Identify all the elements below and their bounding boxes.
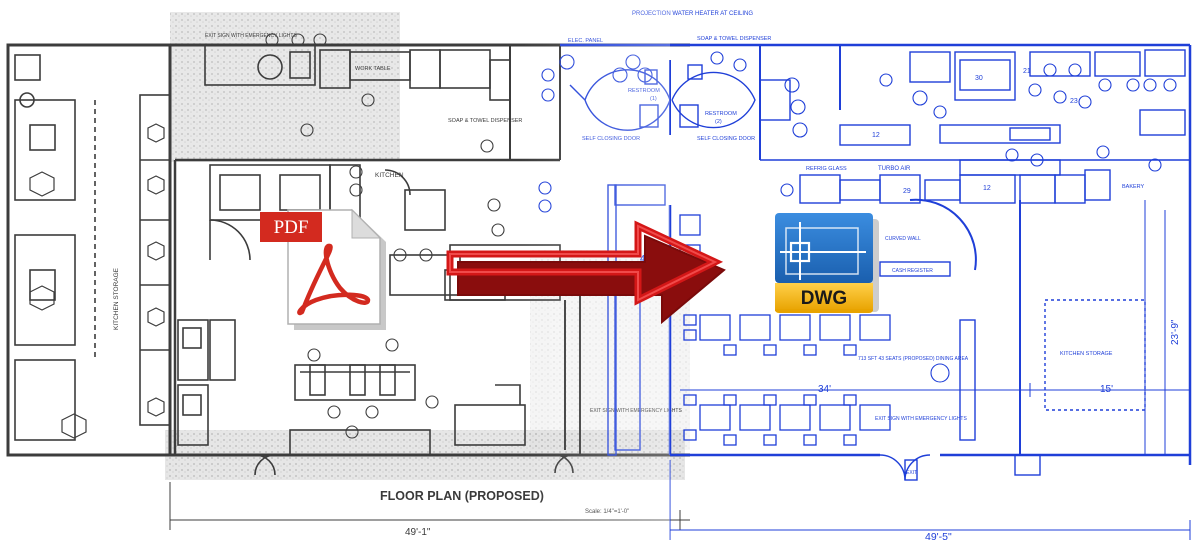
dim-height-label: 23'-9" — [1170, 319, 1181, 345]
left-plan-width-dim: 49'-1" — [405, 527, 431, 538]
tag-12: 12 — [983, 185, 991, 192]
left-kitchen-label: KITCHEN — [375, 172, 404, 179]
turbo-air-label: TURBO AIR — [878, 166, 911, 172]
tag-12b: 12 — [872, 132, 880, 139]
tag-30: 30 — [975, 75, 983, 82]
bakery-label: BAKERY — [1122, 184, 1145, 190]
soap-towel-label: SOAP & TOWEL DISPENSER — [697, 36, 771, 42]
right-plan-width-dim: 49'-5" — [925, 531, 952, 543]
curved-wall-label: CURVED WALL — [885, 236, 921, 242]
pdf-file-icon: PDF — [260, 208, 386, 330]
self-closing-door-2-label: SELF CLOSING DOOR — [697, 136, 755, 142]
dwg-badge-label: DWG — [801, 288, 847, 309]
left-soap-label: SOAP & TOWEL DISPENSER — [448, 118, 522, 124]
conversion-arrow — [446, 220, 726, 325]
left-exit-sign-top-label: EXIT SIGN WITH EMERGENCY LIGHTS — [205, 33, 297, 39]
tag-29: 29 — [903, 188, 911, 195]
tag-21: 21 — [1023, 68, 1031, 75]
pdf-badge-label: PDF — [274, 217, 309, 238]
cad-crosshair-icon — [780, 222, 866, 280]
left-kitchen-storage-label: KITCHEN STORAGE — [113, 267, 120, 330]
right-kitchen-storage-label: KITCHEN STORAGE — [1060, 351, 1113, 357]
right-exit-sign-label: EXIT SIGN WITH EMERGENCY LIGHTS — [875, 416, 967, 422]
projection-label: PROJECTION WATER HEATER AT CEILING — [632, 11, 753, 17]
restroom-2-tag: (2) — [715, 119, 722, 125]
dim-34-label: 34' — [818, 384, 831, 395]
left-plan-title: FLOOR PLAN (PROPOSED) — [380, 489, 544, 503]
dim-15-label: 15' — [1100, 384, 1113, 395]
dining-seats-label: 713 SFT 43 SEATS (PROPOSED) DINING AREA — [858, 356, 969, 362]
dwg-file-icon: DWG — [775, 213, 879, 313]
refrig-glass-label: REFRIG GLASS — [806, 166, 847, 172]
cash-register-label: CASH REGISTER — [892, 268, 933, 274]
restroom-2-label: RESTROOM — [705, 111, 737, 117]
exit-label: EXIT — [906, 470, 917, 476]
tag-23: 23 — [1070, 98, 1078, 105]
work-table-label: WORK TABLE — [355, 66, 391, 72]
